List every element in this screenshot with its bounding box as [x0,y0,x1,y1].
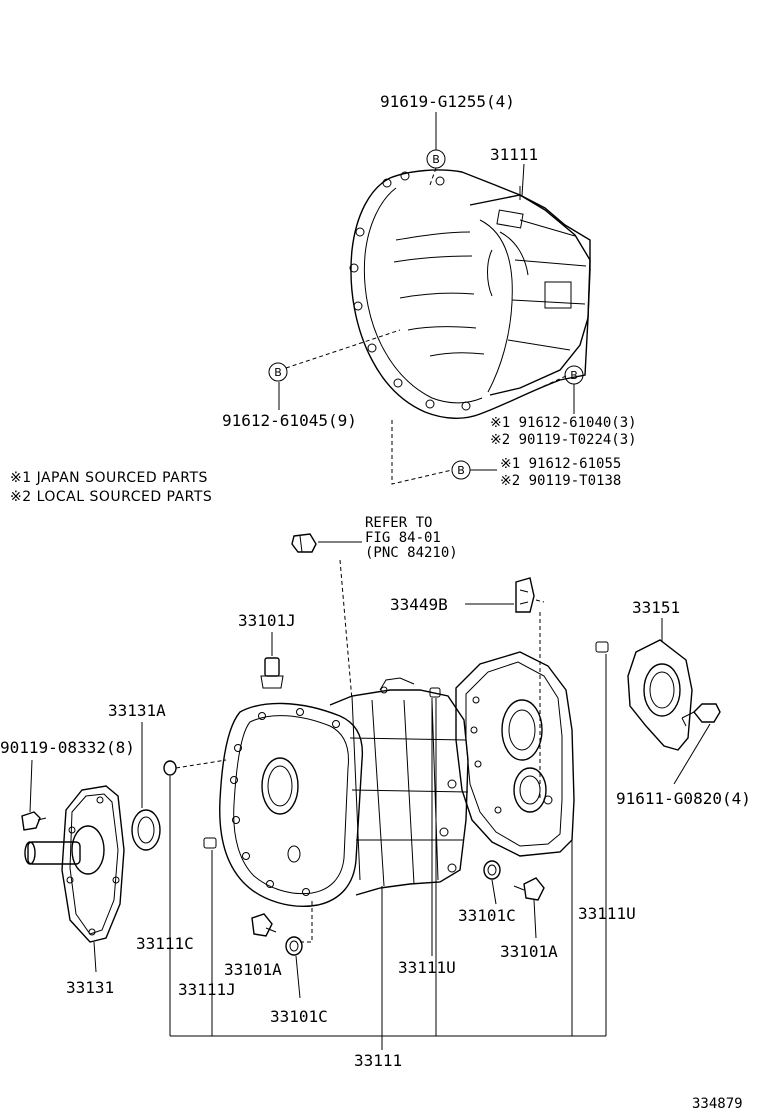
intermediate-plate-drawing [455,612,575,857]
svg-text:B: B [432,153,440,166]
label-33131a: 33131A [108,701,166,720]
circle-b-right: B [564,365,584,385]
label-33101a-right: 33101A [500,942,558,961]
ring-33111c [163,759,227,1036]
cover-33151 [627,618,693,751]
label-33131: 33131 [66,978,114,997]
circle-b-lower: B [451,460,471,480]
figure-number: 334879 [692,1096,743,1112]
label-90119-t0224: ※2 90119-T0224(3) [490,432,637,448]
gasket-33101c-right [483,860,501,905]
note-japan-sourced: ※1 JAPAN SOURCED PARTS [10,470,208,486]
svg-text:B: B [570,369,578,382]
plug-33101a-right [513,877,545,939]
label-91612-61040: ※1 91612-61040(3) [490,415,637,431]
label-fig-84-01: FIG 84-01 [365,530,441,546]
label-91612-61045: 91612-61045(9) [222,411,357,430]
case-bracket-leaders [170,654,607,1050]
label-pnc-84210: (PNC 84210) [365,545,458,561]
label-33111u-center: 33111U [398,958,456,977]
note-local-sourced: ※2 LOCAL SOURCED PARTS [10,489,212,505]
label-33111j: 33111J [178,980,236,999]
circle-b-left: B [268,362,288,382]
seal-33131a [131,722,161,851]
label-33101a-left: 33101A [224,960,282,979]
speedometer-sleeve [291,533,362,701]
label-31111-top: 31111 [490,145,538,164]
pin-33111u-right [595,641,609,653]
retainer-33131 [24,785,125,973]
label-90119-t0138: ※2 90119-T0138 [500,473,621,489]
label-90119-08332: 90119-08332(8) [0,738,135,757]
transmission-case-drawing [219,677,469,907]
label-33111c: 33111C [136,934,194,953]
plug-33101j [260,632,284,689]
label-33101j: 33101J [238,611,296,630]
label-91612-61055: ※1 91612-61055 [500,456,621,472]
plug-33101a-left [251,913,277,937]
label-33449b: 33449B [390,595,448,614]
clip-33449b [465,577,545,613]
bell-housing-leaders [278,112,575,485]
pin-33111j [203,837,217,1036]
bell-housing-drawing [349,169,591,419]
label-33111u-right: 33111U [578,904,636,923]
bolt-91611-g0820 [673,703,721,785]
label-33101c-bottom: 33101C [270,1007,328,1026]
label-33151: 33151 [632,598,680,617]
label-91611-g0820: 91611-G0820(4) [616,789,751,808]
pin-33111u-center [429,687,441,698]
gasket-33101c-bottom [285,900,313,999]
bolt-90119-08332 [21,759,47,831]
label-refer-to: REFER TO [365,515,432,531]
label-33111-case: 33111 [354,1051,402,1070]
label-91619-g1255: 91619-G1255(4) [380,92,515,111]
circle-b-top: B [426,149,446,169]
label-33101c-right: 33101C [458,906,516,925]
svg-text:B: B [274,366,282,379]
svg-text:B: B [457,464,465,477]
